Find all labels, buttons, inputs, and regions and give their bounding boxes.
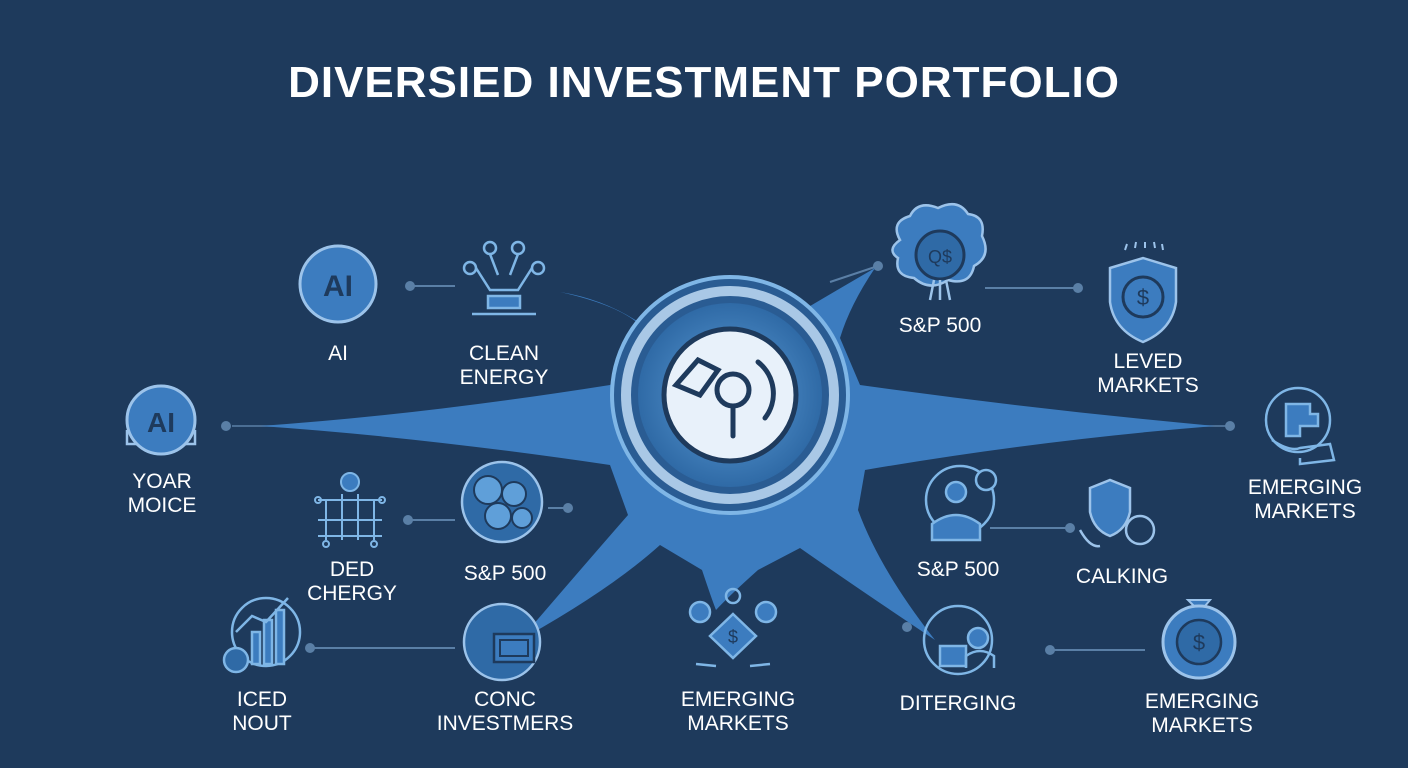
person-network-icon [924, 464, 998, 542]
label-emerging-bottom: EMERGING MARKETS [680, 688, 796, 735]
label-clean-energy: CLEAN ENERGY [459, 342, 549, 389]
circuit-board-icon [314, 472, 386, 548]
connector-dots [221, 261, 1235, 655]
label-ai-top: AI [328, 342, 348, 365]
ai-circle-icon: AI [298, 244, 378, 324]
svg-text:$: $ [728, 627, 738, 647]
money-tree-icon: Q$ [891, 202, 987, 301]
label-calking: CALKING [1075, 565, 1169, 588]
label-emerging-right: EMERGING MARKETS [1247, 476, 1363, 523]
label-yoar-moice: YOAR MOICE [127, 470, 197, 517]
label-ded-chergy: DED CHERGY [307, 558, 397, 605]
svg-text:$: $ [1137, 285, 1149, 310]
wallet-globe-icon [462, 602, 542, 682]
piggy-bank-search-icon [671, 356, 776, 439]
label-leved-markets: LEVED MARKETS [1097, 350, 1199, 397]
ai-chip-icon: AI [125, 384, 197, 456]
label-sp500-top: S&P 500 [898, 314, 982, 337]
label-diterging: DITERGING [899, 692, 1017, 715]
dollar-medal-icon: $ [1161, 599, 1237, 680]
central-hub [610, 275, 850, 515]
ai-badge-top: AI [323, 270, 353, 303]
growth-chart-icon [222, 596, 302, 674]
label-iced-nout: ICED NOUT [232, 688, 292, 735]
label-sp500-mid: S&P 500 [463, 562, 547, 585]
label-conc-investmers: CONC INVESTMERS [436, 688, 574, 735]
money-tree-badge: Q$ [928, 247, 952, 267]
hand-shield-icon [1078, 478, 1156, 548]
label-emerging-bottom-right: EMERGING MARKETS [1144, 690, 1260, 737]
dollar-shield-icon: $ [1108, 241, 1178, 344]
page-title: DIVERSIED INVESTMENT PORTFOLIO [288, 58, 1120, 107]
coins-globe-icon [460, 460, 544, 544]
svg-text:$: $ [1193, 630, 1205, 655]
label-sp500-right: S&P 500 [916, 558, 1000, 581]
ai-badge-chip: AI [147, 407, 175, 438]
people-cycle-icon [922, 604, 996, 676]
gears-dollar-icon: $ [688, 587, 778, 668]
puzzle-hand-icon [1264, 386, 1336, 466]
robotic-network-icon [462, 240, 546, 316]
